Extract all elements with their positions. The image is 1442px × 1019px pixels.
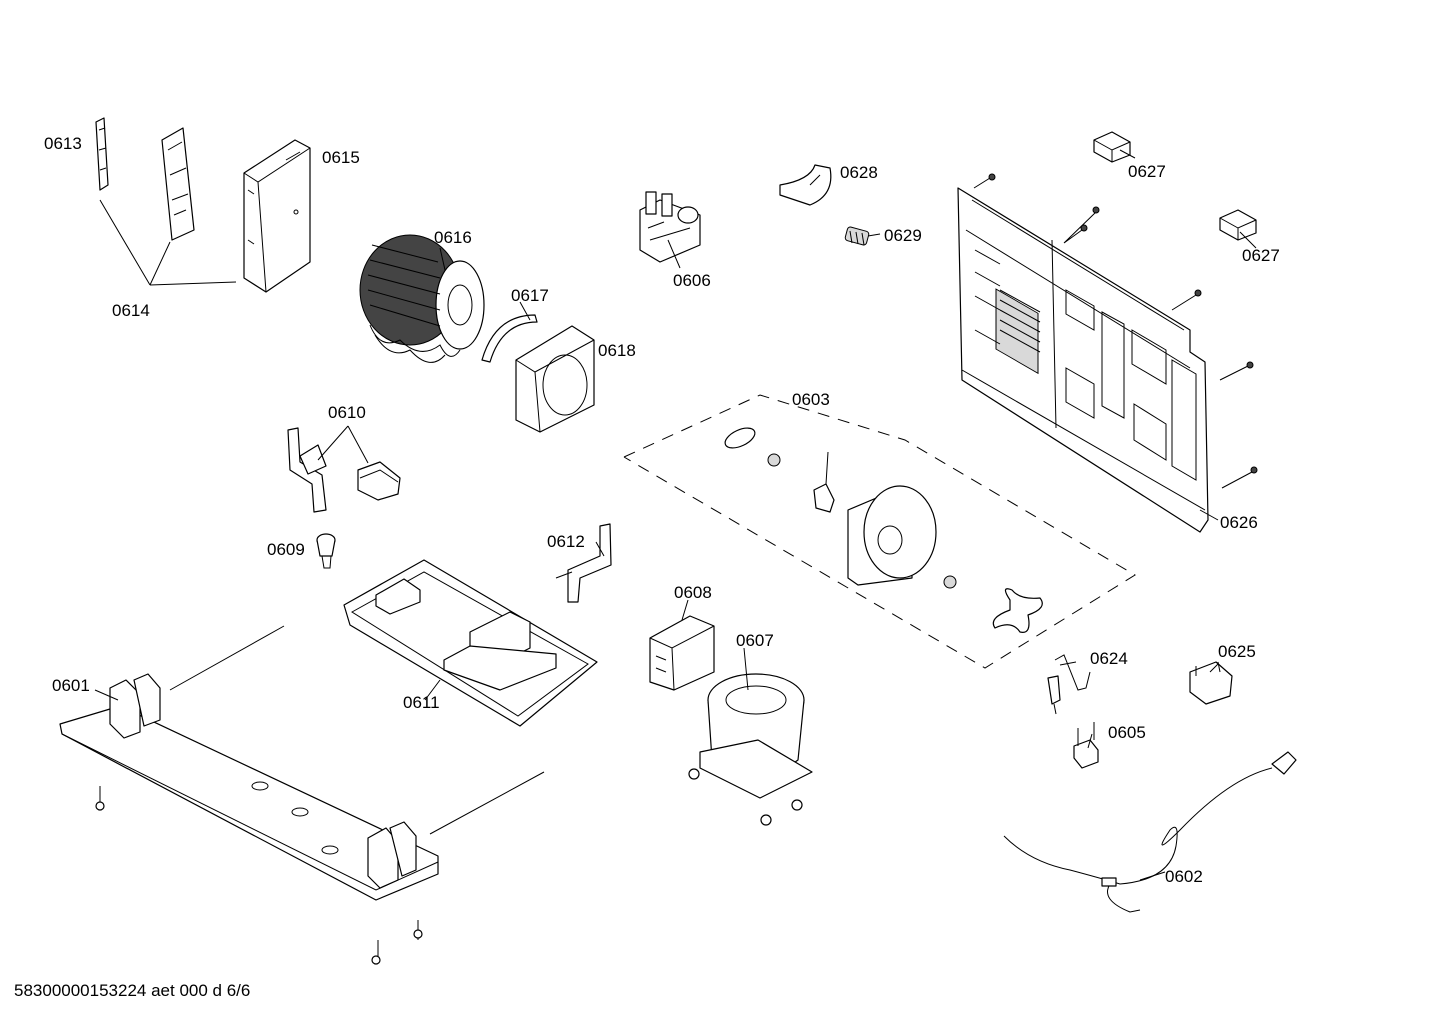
- part-0608-relay-box: [649, 615, 715, 691]
- part-0628-clamp: [779, 164, 832, 206]
- label-0603: 0603: [792, 390, 830, 409]
- part-0616-condenser-coil: [359, 234, 485, 363]
- label-0602: 0602: [1165, 867, 1203, 886]
- label-0601: 0601: [52, 676, 90, 695]
- part-0614-board: [161, 127, 195, 241]
- label-0613: 0613: [44, 134, 82, 153]
- part-0618-fan-shroud: [515, 325, 595, 433]
- part-0603-fan-assembly: [724, 427, 1043, 633]
- part-0612-drain-pipe: [555, 523, 612, 603]
- part-0617-clip-ring: [481, 314, 538, 363]
- part-0605-clip: [1073, 722, 1099, 769]
- label-0615: 0615: [322, 148, 360, 167]
- document-reference-footer: 58300000153224 aet 000 d 6/6: [14, 981, 251, 1000]
- leader-0614: [99, 199, 237, 286]
- part-0607-compressor: [688, 673, 813, 826]
- part-0627-cap-b: [1219, 209, 1257, 241]
- part-0627-cap-a: [1093, 131, 1131, 163]
- label-0618: 0618: [598, 341, 636, 360]
- part-0611-drip-tray: [343, 559, 598, 727]
- label-0612: 0612: [547, 532, 585, 551]
- part-0625-thermostat: [1189, 661, 1233, 705]
- part-0629-connector: [844, 226, 870, 246]
- part-0601-base-frame: [59, 625, 545, 965]
- label-0608: 0608: [674, 583, 712, 602]
- label-0607: 0607: [736, 631, 774, 650]
- part-0624-sensor: [1047, 654, 1091, 715]
- label-0624: 0624: [1090, 649, 1128, 668]
- label-0625: 0625: [1218, 642, 1256, 661]
- part-0602-power-cord: [1003, 751, 1297, 913]
- leader-0610: [317, 425, 369, 464]
- label-0610: 0610: [328, 403, 366, 422]
- label-0628: 0628: [840, 163, 878, 182]
- part-0606-water-valve: [639, 191, 701, 263]
- label-0605: 0605: [1108, 723, 1146, 742]
- label-0617: 0617: [511, 286, 549, 305]
- part-0613-bracket: [95, 117, 109, 191]
- part-0610-pipe-fittings: [287, 427, 401, 513]
- label-0626: 0626: [1220, 513, 1258, 532]
- label-0609: 0609: [267, 540, 305, 559]
- label-0627-a: 0627: [1128, 162, 1166, 181]
- label-0606: 0606: [673, 271, 711, 290]
- label-0616: 0616: [434, 228, 472, 247]
- part-0626-screws: [973, 173, 1258, 489]
- label-0627-b: 0627: [1242, 246, 1280, 265]
- leader-lines: [94, 149, 1257, 881]
- part-rear-cover-panel: [957, 187, 1209, 533]
- label-0614: 0614: [112, 301, 150, 320]
- label-0611: 0611: [403, 693, 440, 712]
- part-0615-control-housing: [243, 139, 311, 293]
- label-0629: 0629: [884, 226, 922, 245]
- part-0609-grommet: [316, 533, 336, 569]
